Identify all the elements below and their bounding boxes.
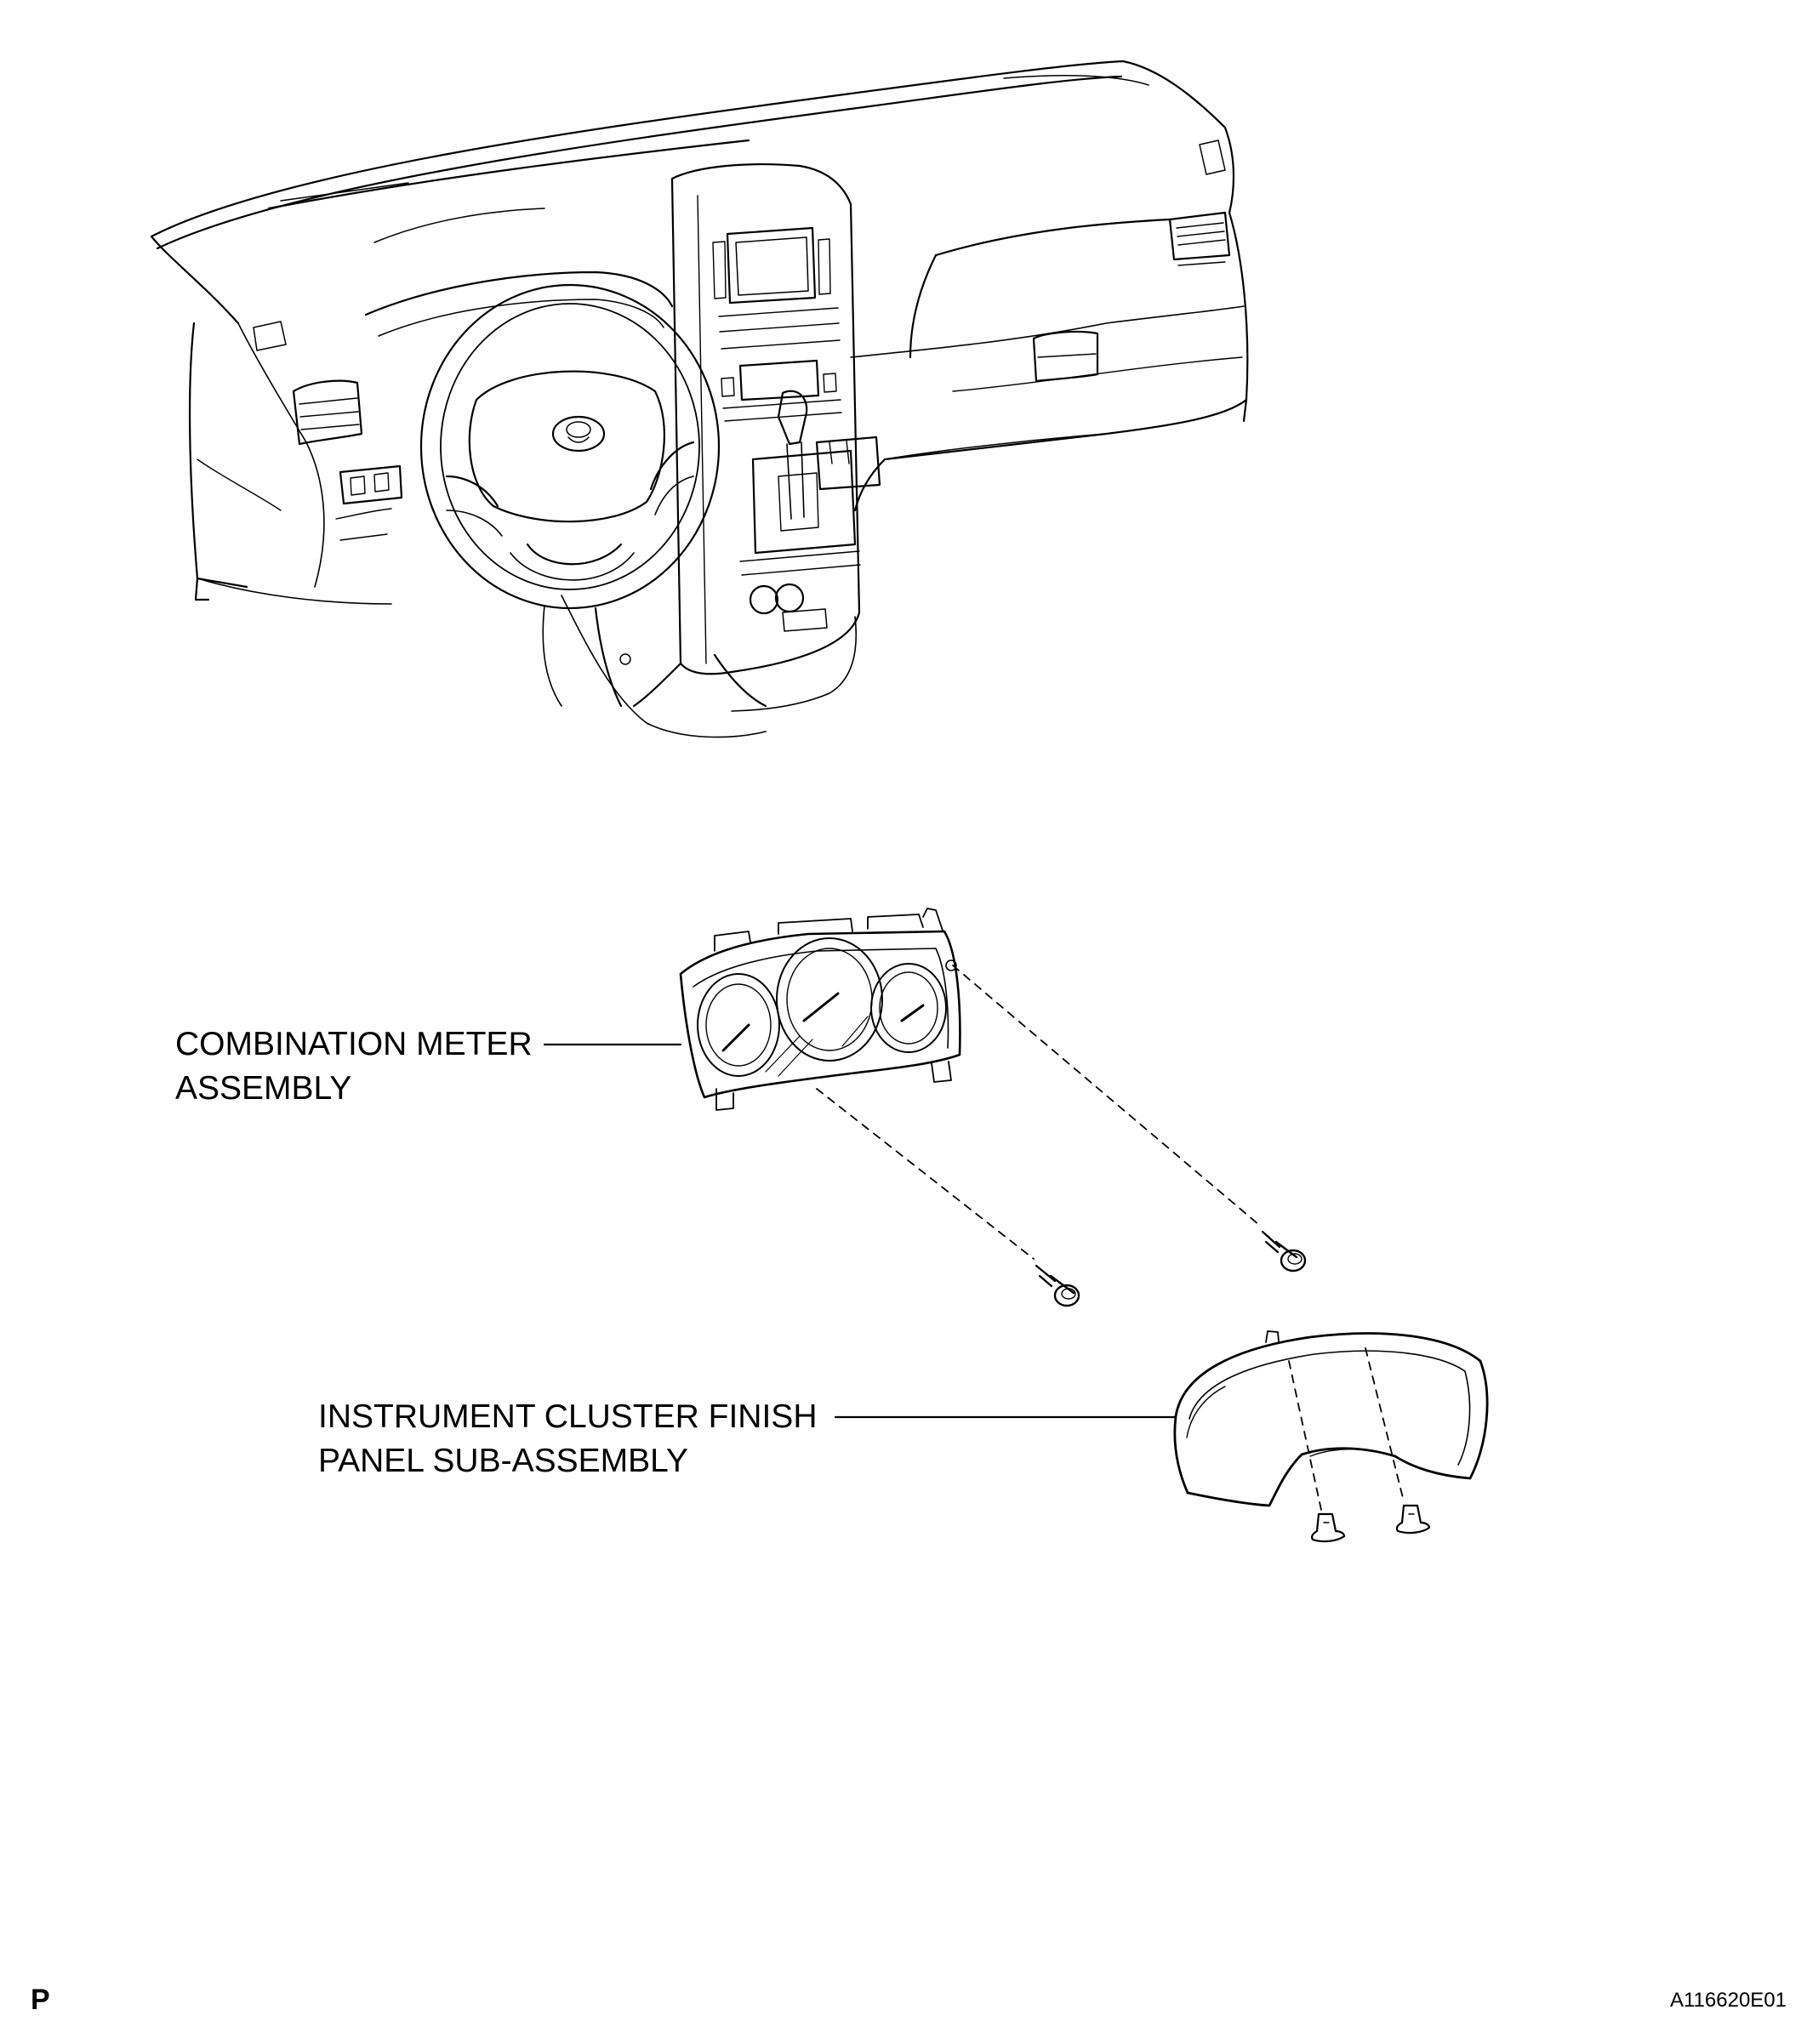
clip-icon (1310, 1512, 1346, 1543)
label-combination-meter-line2: ASSEMBLY (175, 1070, 352, 1107)
combination-meter-drawing (679, 908, 961, 1111)
clip-icon (1395, 1504, 1431, 1534)
figure-id: A116620E01 (1669, 1989, 1787, 2012)
instrument-panel-drawing (150, 60, 1249, 738)
alignment-lines-screws (816, 965, 1260, 1260)
screw-icon (1261, 1230, 1307, 1273)
label-cluster-finish-panel-line2: PANEL SUB-ASSEMBLY (318, 1443, 688, 1479)
label-cluster-finish-panel-line1: INSTRUMENT CLUSTER FINISH (318, 1398, 818, 1435)
page-marker: P (31, 1984, 50, 2016)
screw-icon (1035, 1264, 1080, 1307)
alignment-lines-clips (1288, 1347, 1405, 1511)
cluster-finish-panel-drawing (1173, 1330, 1489, 1507)
label-combination-meter-line1: COMBINATION METER (175, 1026, 533, 1062)
